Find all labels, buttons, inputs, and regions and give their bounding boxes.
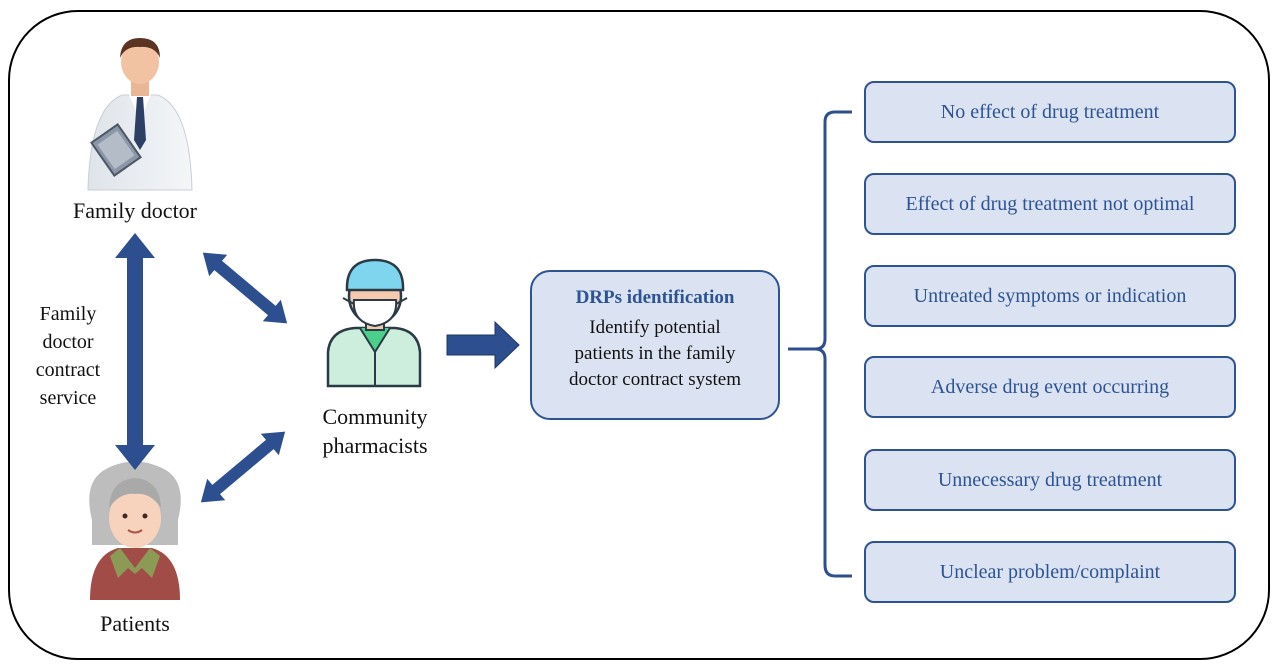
patient-pharmacist-double-arrow — [200, 431, 286, 503]
category-box-3: Untreated symptoms or indication — [864, 265, 1236, 327]
pharmacists-line-1: Community — [322, 404, 428, 429]
pharmacists-line-2: pharmacists — [322, 433, 428, 458]
patients-label: Patients — [100, 611, 170, 636]
family-doctor-label: Family doctor — [72, 198, 198, 223]
doctor-icon — [87, 38, 193, 191]
drp-body-line-2: patients in the family — [574, 343, 736, 364]
category-box-6: Unclear problem/complaint — [864, 541, 1236, 603]
doctor-pharmacist-double-arrow — [202, 252, 288, 324]
category-bracket — [788, 110, 852, 578]
patient-icon — [89, 461, 181, 600]
drp-body: Identify potential patients in the famil… — [532, 315, 778, 393]
category-box-1: No effect of drug treatment — [864, 81, 1236, 143]
pharmacist-icon — [326, 258, 422, 388]
contract-service-line-2: doctor — [42, 331, 94, 353]
drp-identification-box: DRPs identification Identify potential p… — [530, 270, 780, 420]
contract-service-line-3: contract — [35, 359, 101, 381]
contract-service-line-1: Family — [39, 303, 97, 325]
category-box-4: Adverse drug event occurring — [864, 356, 1236, 418]
pharmacists-label: Community pharmacists — [285, 402, 465, 460]
drp-body-line-3: doctor contract system — [568, 369, 741, 390]
drp-body-line-1: Identify potential — [589, 317, 721, 338]
contract-service-line-4: service — [39, 387, 97, 409]
drp-title: DRPs identification — [575, 287, 735, 308]
contract-service-label: Family doctor contract service — [18, 300, 118, 412]
pharmacist-to-drp-arrow — [446, 320, 520, 370]
category-box-5: Unnecessary drug treatment — [864, 449, 1236, 511]
category-box-2: Effect of drug treatment not optimal — [864, 173, 1236, 235]
doctor-patient-double-arrow — [115, 233, 155, 470]
